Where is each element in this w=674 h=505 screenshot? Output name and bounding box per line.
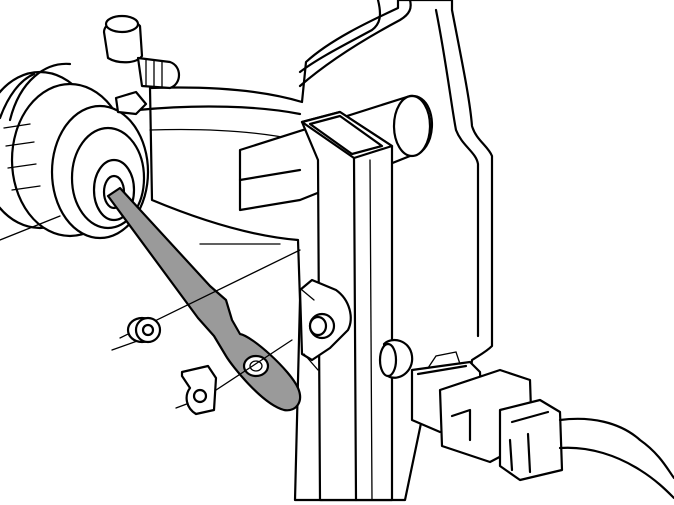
stud-plate bbox=[298, 278, 352, 371]
push-rod bbox=[106, 186, 302, 412]
washer bbox=[126, 316, 162, 344]
brake-light-switch bbox=[410, 351, 674, 500]
leader-lines bbox=[111, 243, 301, 409]
pivot-pin bbox=[378, 338, 414, 379]
retaining-clip bbox=[180, 364, 218, 416]
bolt bbox=[102, 14, 181, 90]
